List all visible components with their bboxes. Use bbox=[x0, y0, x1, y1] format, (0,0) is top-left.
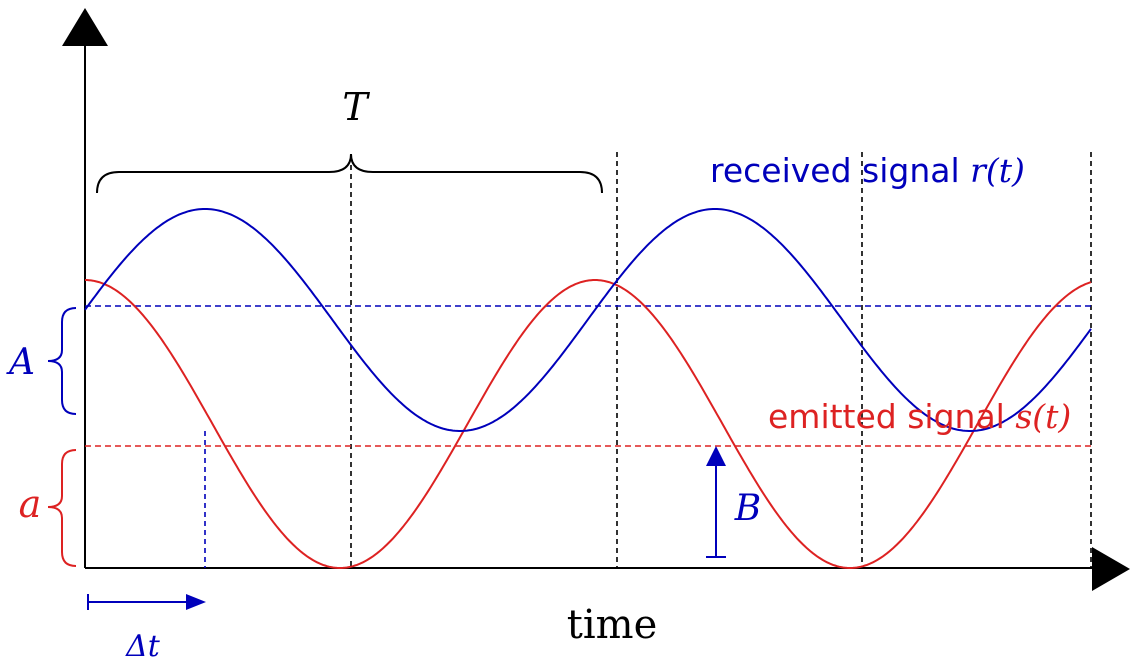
offset-arrowhead bbox=[706, 446, 726, 466]
emitted-signal-variable: s(t) bbox=[1015, 397, 1071, 436]
received-signal-label: received signal r(t) bbox=[710, 151, 1025, 190]
received-signal-text: received signal bbox=[710, 151, 970, 190]
amplitude-received-label: A bbox=[6, 342, 35, 383]
y-axis-arrowhead bbox=[62, 8, 108, 46]
period-label: T bbox=[342, 85, 370, 129]
delay-label: Δt bbox=[125, 629, 161, 664]
delay-text: Δt bbox=[125, 629, 161, 664]
amplitude-received-brace bbox=[47, 307, 77, 415]
emitted-signal-text: emitted signal bbox=[768, 397, 1015, 436]
amplitude-emitted-brace bbox=[47, 449, 77, 567]
received-signal-curve bbox=[84, 208, 1092, 432]
x-axis-label: time bbox=[567, 602, 657, 648]
x-axis-arrowhead bbox=[1092, 547, 1130, 591]
emitted-signal-label: emitted signal s(t) bbox=[768, 397, 1071, 436]
period-brace bbox=[96, 153, 603, 194]
received-signal-variable: r(t) bbox=[970, 151, 1025, 190]
emitted-signal-curve bbox=[85, 279, 1092, 569]
amplitude-emitted-label: a bbox=[19, 482, 42, 526]
delay-arrowhead bbox=[186, 594, 206, 610]
offset-label: B bbox=[734, 488, 761, 529]
